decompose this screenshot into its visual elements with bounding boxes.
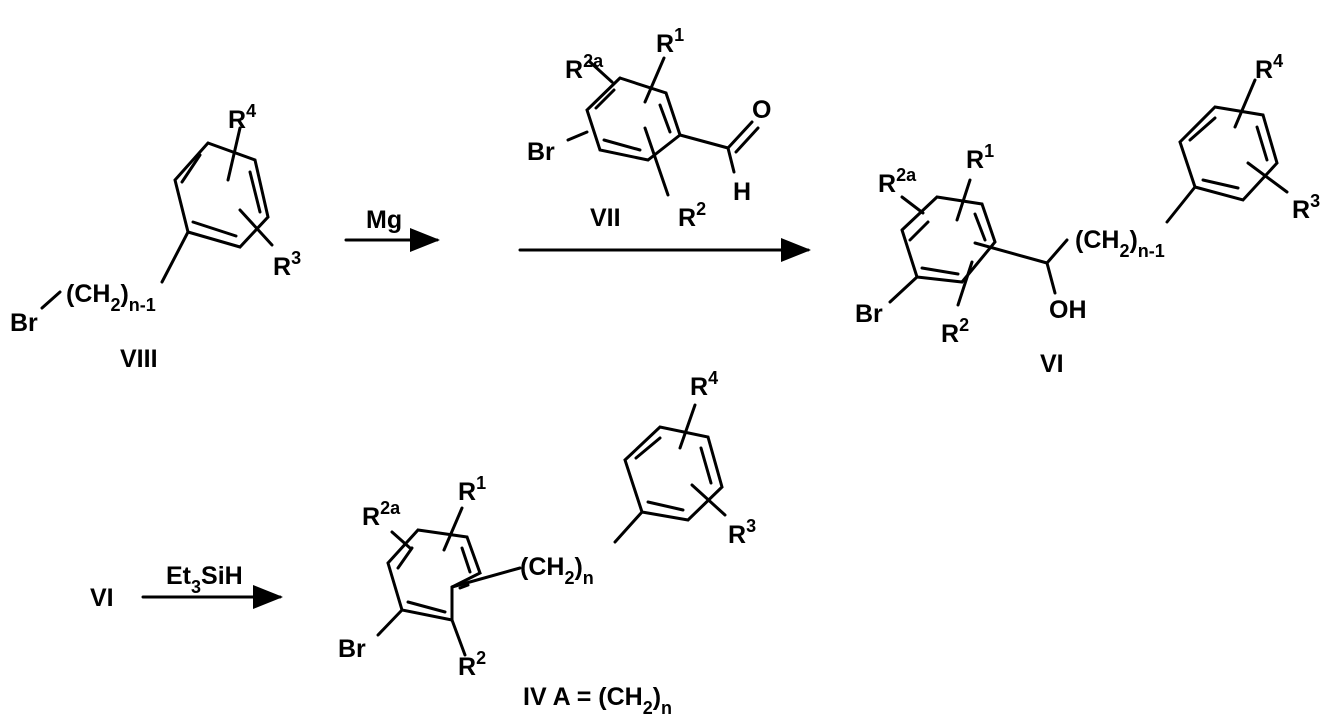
- label-part: OH: [1049, 296, 1087, 324]
- label-Br: Br: [338, 635, 366, 663]
- label-part: 2a: [380, 498, 401, 518]
- label-part: Br: [527, 138, 555, 166]
- label-part: 2a: [583, 51, 604, 71]
- label-part: SiH: [201, 562, 243, 590]
- compound-id-caption: IV A = (CH2)n: [523, 683, 672, 717]
- label-part: 2: [1119, 241, 1129, 261]
- label-part: R: [878, 170, 896, 198]
- label-part: (CH: [520, 553, 564, 581]
- label-R3: R3: [728, 516, 756, 549]
- label-part: n-1: [129, 295, 156, 315]
- label-part: R: [1292, 196, 1310, 224]
- compound-IV: R2a R1 Br R2 (CH2)n R4 R3 IV A = (CH2)n: [338, 368, 756, 717]
- label-chain: (CH2)n-1: [66, 280, 156, 315]
- label-part: R: [656, 30, 674, 58]
- benzene-ring-left: [902, 197, 995, 282]
- label-part: (CH: [1075, 226, 1119, 254]
- label-H: H: [733, 178, 751, 206]
- label-part: 3: [746, 516, 756, 536]
- label-R4: R4: [690, 368, 718, 401]
- label-R2a: R2a: [362, 498, 401, 531]
- label-R1: R1: [656, 25, 684, 58]
- reagent-et3sih: Et3SiH: [166, 562, 243, 597]
- benzene-ring-left: [388, 530, 480, 620]
- label-part: R: [458, 653, 476, 681]
- label-part: O: [752, 96, 771, 124]
- compound-VII: R1 R2a R2 Br O H VII: [527, 25, 771, 232]
- label-R2a: R2a: [565, 51, 604, 84]
- label-part: R: [728, 521, 746, 549]
- label-part: H: [733, 178, 751, 206]
- label-R2a: R2a: [878, 165, 917, 198]
- starting-material-VI: VI: [90, 584, 114, 612]
- label-part: n: [661, 698, 672, 717]
- label-R1: R1: [966, 141, 994, 174]
- label-part: 4: [246, 101, 256, 121]
- label-part: R: [690, 373, 708, 401]
- label-R2: R2: [458, 648, 486, 681]
- label-R4: R4: [228, 101, 256, 134]
- label-part: 2: [643, 698, 653, 717]
- label-part: 2: [110, 295, 120, 315]
- label-part: 3: [291, 248, 301, 268]
- label-part: 2: [564, 568, 574, 588]
- label-R3: R3: [273, 248, 301, 281]
- compound-id: VII: [590, 204, 621, 232]
- label-OH: OH: [1049, 296, 1087, 324]
- label-part: R: [362, 503, 380, 531]
- label-part: 3: [191, 577, 201, 597]
- label-O: O: [752, 96, 771, 124]
- label-part: 1: [984, 141, 994, 161]
- compound-VI: R2a R1 Br R2 OH (CH2)n-1 R4 R3 VI: [855, 51, 1320, 378]
- label-R2: R2: [678, 199, 706, 232]
- label-part: 1: [674, 25, 684, 45]
- label-part: 4: [1273, 51, 1283, 71]
- label-part: n: [583, 568, 594, 588]
- label-part: (CH: [66, 280, 110, 308]
- compound-id: VI: [1040, 350, 1064, 378]
- compound-VIII: R4 R3 (CH2)n-1 Br VIII: [10, 101, 301, 373]
- label-part: R: [228, 106, 246, 134]
- label-chain: (CH2)n: [520, 553, 594, 588]
- label-part: n-1: [1138, 241, 1165, 261]
- label-part: Et: [166, 562, 192, 590]
- label-part: R: [941, 320, 959, 348]
- label-R2: R2: [941, 315, 969, 348]
- label-R1: R1: [458, 473, 486, 506]
- label-part: ): [653, 683, 661, 711]
- reagent-mg: Mg: [366, 206, 402, 234]
- label-R3: R3: [1292, 191, 1320, 224]
- chain-bond: [162, 232, 188, 282]
- label-part: 4: [708, 368, 718, 388]
- label-part: IV A = (CH: [523, 683, 643, 711]
- label-part: 2: [959, 315, 969, 335]
- label-part: Mg: [366, 206, 402, 234]
- label-part: 2: [696, 199, 706, 219]
- label-Br: Br: [10, 309, 38, 337]
- label-part: R: [458, 478, 476, 506]
- label-part: ): [1129, 226, 1137, 254]
- label-part: R: [565, 56, 583, 84]
- label-part: 2: [476, 648, 486, 668]
- label-part: 1: [476, 473, 486, 493]
- label-part: R: [966, 146, 984, 174]
- label-part: 3: [1310, 191, 1320, 211]
- label-part: R: [678, 204, 696, 232]
- label-part: Br: [10, 309, 38, 337]
- label-part: R: [1255, 56, 1273, 84]
- label-part: ): [120, 280, 128, 308]
- label-part: ): [574, 553, 582, 581]
- label-part: Br: [855, 300, 883, 328]
- label-R4: R4: [1255, 51, 1283, 84]
- label-part: 2a: [896, 165, 917, 185]
- label-chain: (CH2)n-1: [1075, 226, 1165, 261]
- label-part: R: [273, 253, 291, 281]
- compound-id: VIII: [120, 345, 158, 373]
- label-Br: Br: [855, 300, 883, 328]
- label-part: Br: [338, 635, 366, 663]
- label-Br: Br: [527, 138, 555, 166]
